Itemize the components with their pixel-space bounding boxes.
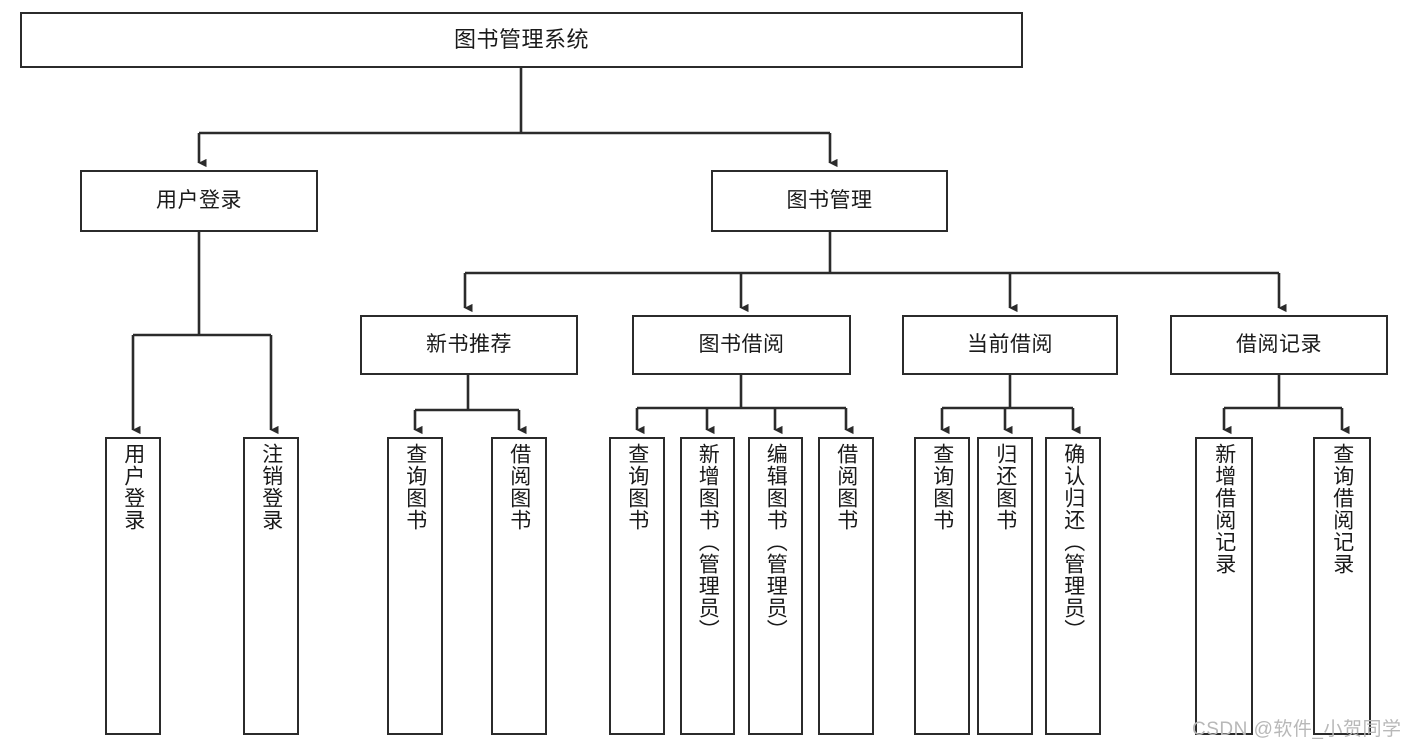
node-book-borrow[interactable]: 图书借阅 bbox=[632, 315, 851, 375]
node-leaf-query-book-current[interactable]: 查询图书 bbox=[914, 437, 970, 735]
node-book-management[interactable]: 图书管理 bbox=[711, 170, 948, 232]
node-current-borrow[interactable]: 当前借阅 bbox=[902, 315, 1118, 375]
node-label: 图书管理 bbox=[786, 188, 873, 212]
node-label: 新书推荐 bbox=[426, 332, 512, 356]
node-leaf-logout[interactable]: 注销登录 bbox=[243, 437, 299, 735]
node-new-book-recommend[interactable]: 新书推荐 bbox=[360, 315, 578, 375]
watermark-text: CSDN @软件_小贺同学 bbox=[1192, 719, 1402, 740]
node-label: 当前借阅 bbox=[967, 332, 1053, 356]
node-label: 查询图书 bbox=[625, 443, 649, 531]
node-label: 注销登录 bbox=[259, 443, 283, 531]
node-leaf-borrow-book[interactable]: 借阅图书 bbox=[818, 437, 874, 735]
node-root-book-management-system[interactable]: 图书管理系统 bbox=[20, 12, 1023, 68]
node-user-login[interactable]: 用户登录 bbox=[80, 170, 318, 232]
node-label: 借阅记录 bbox=[1236, 332, 1322, 356]
node-label: 编辑图书（管理员） bbox=[764, 443, 788, 641]
node-leaf-edit-book-admin[interactable]: 编辑图书（管理员） bbox=[748, 437, 803, 735]
node-label: 新增借阅记录 bbox=[1212, 443, 1236, 575]
node-leaf-query-book-recommend[interactable]: 查询图书 bbox=[387, 437, 443, 735]
node-label: 查询图书 bbox=[930, 443, 954, 531]
node-leaf-return-book[interactable]: 归还图书 bbox=[977, 437, 1033, 735]
node-leaf-confirm-return-admin[interactable]: 确认归还（管理员） bbox=[1045, 437, 1101, 735]
node-label: 借阅图书 bbox=[834, 443, 858, 531]
node-borrow-record[interactable]: 借阅记录 bbox=[1170, 315, 1388, 375]
node-label: 借阅图书 bbox=[507, 443, 531, 531]
node-leaf-query-borrow-record[interactable]: 查询借阅记录 bbox=[1313, 437, 1371, 735]
node-leaf-borrow-book-recommend[interactable]: 借阅图书 bbox=[491, 437, 547, 735]
node-leaf-add-borrow-record[interactable]: 新增借阅记录 bbox=[1195, 437, 1253, 735]
node-label: 用户登录 bbox=[156, 188, 242, 212]
node-label: 查询借阅记录 bbox=[1330, 443, 1354, 575]
node-leaf-user-login[interactable]: 用户登录 bbox=[105, 437, 161, 735]
node-leaf-query-book-borrow[interactable]: 查询图书 bbox=[609, 437, 665, 735]
node-label: 归还图书 bbox=[993, 443, 1017, 531]
node-leaf-add-book-admin[interactable]: 新增图书（管理员） bbox=[680, 437, 735, 735]
node-label: 图书借阅 bbox=[698, 332, 785, 356]
node-label: 用户登录 bbox=[121, 443, 145, 531]
node-label: 图书管理系统 bbox=[453, 27, 589, 53]
node-label: 确认归还（管理员） bbox=[1061, 443, 1085, 641]
node-label: 新增图书（管理员） bbox=[696, 443, 720, 641]
node-label: 查询图书 bbox=[403, 443, 427, 531]
